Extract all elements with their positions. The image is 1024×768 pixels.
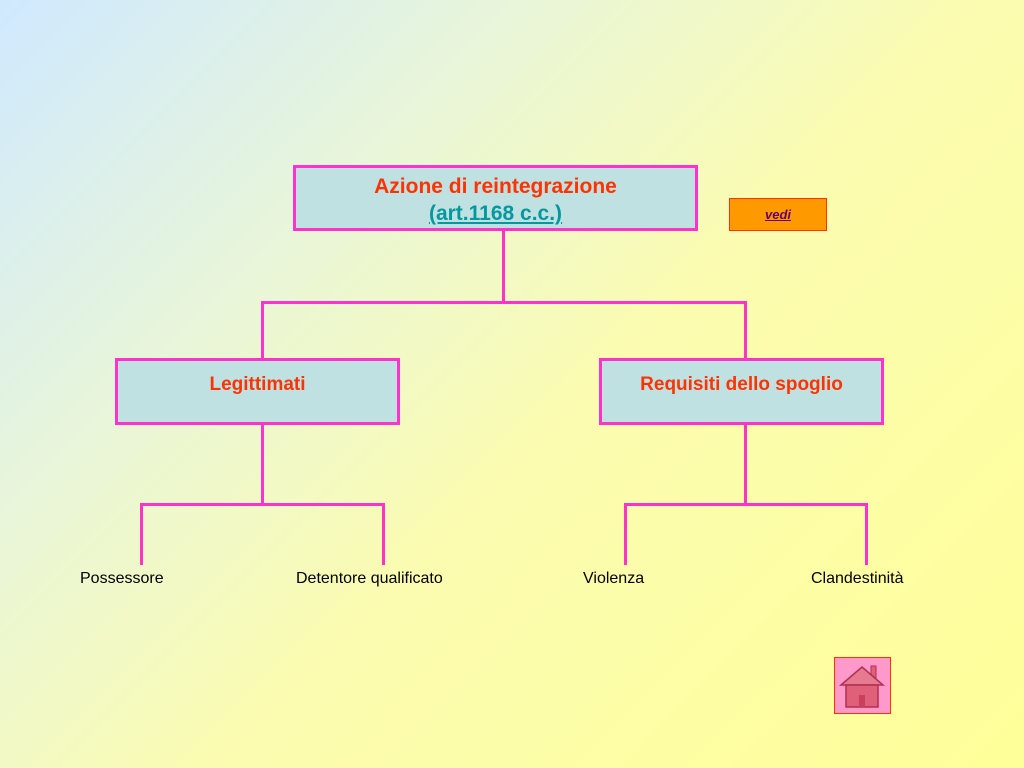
connector-right-up bbox=[744, 301, 747, 359]
connector-root-horizontal bbox=[261, 301, 747, 304]
article-link[interactable]: (art.1168 c.c.) bbox=[428, 202, 563, 225]
leaf-detentore-qualificato: Detentore qualificato bbox=[296, 570, 443, 587]
root-box: Azione di reintegrazione (art.1168 c.c.) bbox=[293, 165, 698, 231]
connector-right-leaf-2 bbox=[865, 503, 868, 565]
leaf-violenza: Violenza bbox=[583, 570, 645, 587]
right-branch-box: Requisiti dello spoglio bbox=[599, 358, 884, 425]
connector-left-leaf-2 bbox=[382, 503, 385, 565]
connector-root-down bbox=[502, 231, 505, 303]
connector-left-leaf-1 bbox=[140, 503, 143, 565]
connector-right-horizontal bbox=[624, 503, 868, 506]
leaf-clandestinita: Clandestinità bbox=[811, 570, 904, 587]
connector-right-down bbox=[744, 425, 747, 505]
connector-left-horizontal bbox=[140, 503, 385, 506]
see-button[interactable]: vedi bbox=[729, 198, 827, 231]
connector-left-up bbox=[261, 301, 264, 359]
root-title: Azione di reintegrazione bbox=[374, 175, 617, 198]
left-branch-title: Legittimati bbox=[209, 374, 306, 395]
right-branch-title: Requisiti dello spoglio bbox=[640, 374, 843, 395]
home-icon bbox=[838, 665, 886, 708]
left-branch-box: Legittimati bbox=[115, 358, 400, 425]
home-button[interactable] bbox=[834, 657, 891, 714]
connector-left-down bbox=[261, 425, 264, 505]
connector-right-leaf-1 bbox=[624, 503, 627, 565]
leaf-possessore: Possessore bbox=[80, 570, 164, 587]
